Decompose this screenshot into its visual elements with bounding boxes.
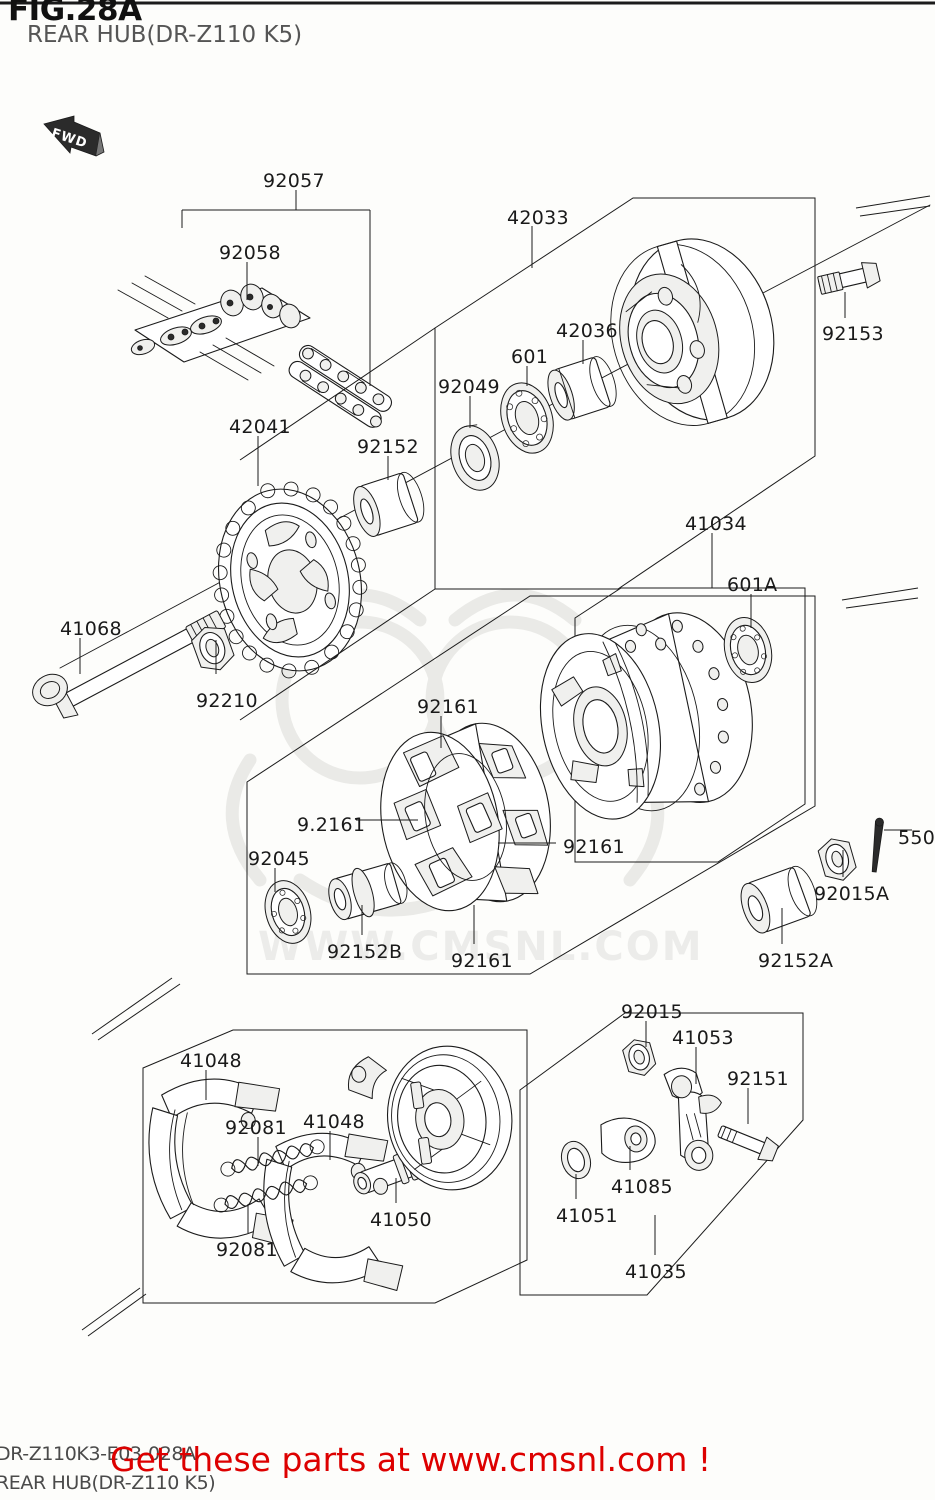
part-callout-92210: 92210: [196, 690, 258, 712]
part-92058-chain-joint: [117, 275, 311, 381]
part-92152A-collar: [740, 865, 818, 934]
part-callout-41053: 41053: [672, 1027, 734, 1049]
figure-number: FIG.28A: [8, 0, 142, 28]
part-callout-601A: 601A: [727, 574, 778, 596]
part-callout-41035: 41035: [625, 1261, 687, 1283]
part-callout-92153: 92153: [822, 323, 884, 345]
part-callout-41048: 41048: [303, 1111, 365, 1133]
part-92153-sprocket-bolt: [817, 262, 881, 295]
part-callout-92151: 92151: [727, 1068, 789, 1090]
group-box-41048: [142, 1029, 528, 1304]
part-callout-41034: 41034: [685, 513, 747, 535]
part-callout-92081: 92081: [216, 1239, 278, 1261]
part-callout-92057: 92057: [263, 170, 325, 192]
part-92152-collar: [353, 471, 425, 537]
part-callout-92045: 92045: [248, 848, 310, 870]
part-92057-drive-chain: [288, 344, 393, 428]
part-92151-bolt: [717, 1125, 779, 1162]
part-92015-nut: [622, 1039, 657, 1076]
part-callout-92161: 92161: [451, 950, 513, 972]
part-callout-41085: 41085: [611, 1176, 673, 1198]
part-callout-42033: 42033: [507, 207, 569, 229]
part-callout-92161: 92161: [563, 836, 625, 858]
part-callout-550: 550: [898, 827, 935, 849]
part-callout-92015: 92015: [621, 1001, 683, 1023]
part-92045-ball-bearing: [264, 880, 312, 944]
part-41035-brake-panel: [347, 1045, 513, 1195]
part-41034-rear-hub: [539, 612, 753, 820]
part-callout-41048: 41048: [180, 1050, 242, 1072]
group-box-41034: [574, 587, 806, 863]
part-callout-92161: 9.2161: [297, 814, 366, 836]
part-callout-92081: 92081: [225, 1117, 287, 1139]
part-41053-brake-cam-lever: [663, 1067, 722, 1171]
part-42033-sprocket-hub: [610, 238, 775, 426]
part-callout-92152B: 92152B: [327, 941, 403, 963]
axle-head: [32, 673, 68, 707]
part-callout-92049: 92049: [438, 376, 500, 398]
fwd-arrow-icon: [43, 115, 105, 157]
part-callout-42036: 42036: [556, 320, 618, 342]
part-callout-92152A: 92152A: [758, 950, 834, 972]
part-callout-41051: 41051: [556, 1205, 618, 1227]
drawing-code: DR-Z110K3-E03-028A: [0, 1443, 196, 1465]
cmsnl-promo-text: Get these parts at www.cmsnl.com !: [110, 1440, 712, 1479]
svg-text:WWW.CMSNL.COM: WWW.CMSNL.COM: [258, 924, 704, 970]
figure-title: REAR HUB(DR-Z110 K5): [27, 22, 303, 48]
part-92152B-collar: [328, 862, 408, 921]
part-callout-41050: 41050: [370, 1209, 432, 1231]
part-92015A-nut: [817, 838, 857, 881]
part-callout-92058: 92058: [219, 242, 281, 264]
part-callout-601: 601: [511, 346, 549, 368]
part-callout-42041: 42041: [229, 416, 291, 438]
part-601-ball-bearing: [500, 382, 554, 454]
group-box-41035: [519, 1012, 804, 1296]
part-601A-ball-bearing: [723, 617, 773, 683]
part-92161-rubber-dampers: [380, 722, 551, 912]
part-42041-rear-sprocket: [212, 481, 368, 679]
part-callout-92015A: 92015A: [814, 883, 890, 905]
part-41085-wear-indicator: [600, 1117, 656, 1163]
part-callout-92161: 92161: [417, 696, 479, 718]
part-callout-41068: 41068: [60, 618, 122, 640]
part-41051-dust-seal: [560, 1140, 592, 1180]
part-41048-brake-shoe-right: [263, 1132, 404, 1291]
part-92049-oil-seal: [450, 424, 500, 491]
part-42036-sprocket-collar: [547, 356, 617, 421]
part-92081-brake-springs: [213, 1139, 325, 1213]
group-box-92161: [246, 595, 816, 975]
drawing-title-footer: REAR HUB(DR-Z110 K5): [0, 1472, 216, 1494]
part-550-cotter-pin: [871, 817, 912, 873]
leader-lines: [79, 190, 931, 1337]
part-callout-92152: 92152: [357, 436, 419, 458]
